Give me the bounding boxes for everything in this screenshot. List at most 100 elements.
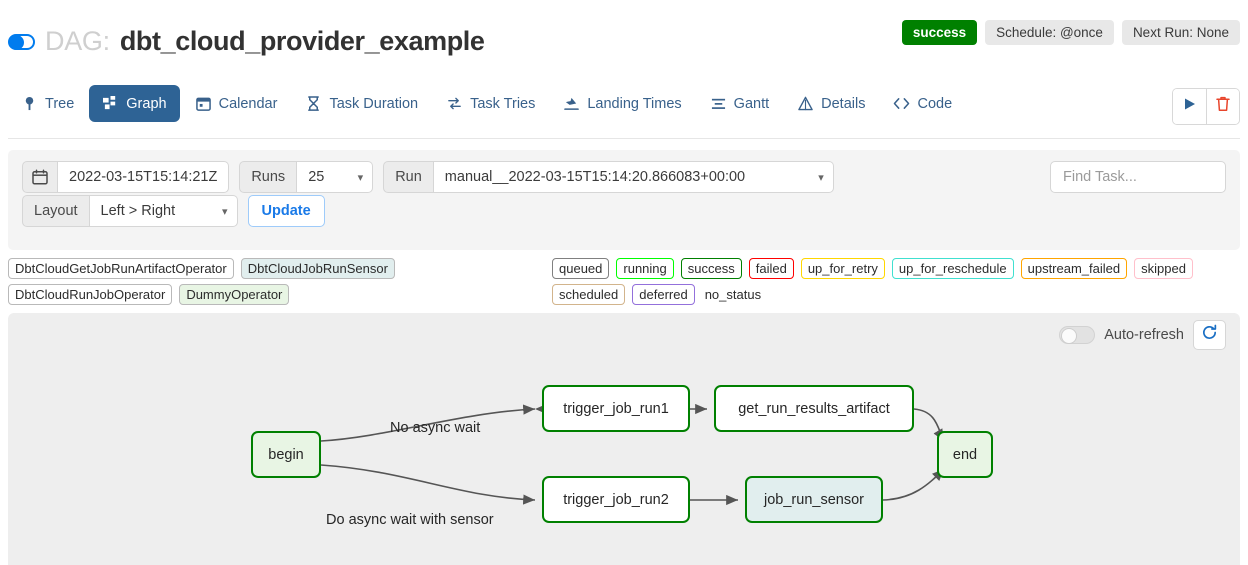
- code-icon: [893, 95, 910, 112]
- refresh-icon: [1201, 324, 1218, 346]
- dag-action-buttons: [1172, 88, 1240, 125]
- legend-operator-item[interactable]: DbtCloudRunJobOperator: [8, 284, 173, 305]
- auto-refresh-label: Auto-refresh: [1104, 327, 1184, 343]
- dag-nav-tabs: Tree Graph Calendar Task Duration Task T…: [8, 85, 965, 122]
- layout-label: Layout: [22, 195, 90, 227]
- node-label: trigger_job_run2: [563, 491, 669, 508]
- graph-legend: DbtCloudGetJobRunArtifactOperator DbtClo…: [6, 258, 1242, 305]
- tree-icon: [21, 95, 38, 112]
- tab-gantt[interactable]: Gantt: [697, 85, 782, 122]
- legend-state-running[interactable]: running: [616, 258, 674, 279]
- run-group: Run manual__2022-03-15T15:14:20.866083+0…: [383, 161, 834, 193]
- filter-row-primary: 2022-03-15T15:14:21Z Runs 25 ▾ Run manua…: [22, 161, 844, 193]
- trash-icon: [1216, 96, 1230, 117]
- edge-label-no-async-wait: No async wait: [390, 420, 481, 436]
- page-title: DAG: dbt_cloud_provider_example: [8, 26, 485, 57]
- tab-label: Calendar: [218, 95, 278, 112]
- legend-state-no-status[interactable]: no_status: [704, 287, 762, 302]
- tab-code[interactable]: Code: [880, 85, 965, 122]
- trigger-dag-button[interactable]: [1173, 89, 1206, 124]
- gantt-icon: [710, 95, 727, 112]
- node-label: end: [952, 446, 978, 463]
- tab-label: Tree: [45, 95, 75, 112]
- dag-name: dbt_cloud_provider_example: [119, 26, 485, 56]
- play-icon: [1183, 97, 1197, 116]
- legend-state-success[interactable]: success: [680, 258, 742, 279]
- update-button[interactable]: Update: [247, 195, 325, 227]
- graph-node-trigger-job-run1[interactable]: trigger_job_run1: [542, 385, 690, 432]
- tab-tree[interactable]: Tree: [8, 85, 87, 122]
- find-task-input[interactable]: Find Task...: [1050, 161, 1226, 193]
- retry-icon: [446, 95, 463, 112]
- dag-run-select[interactable]: manual__2022-03-15T15:14:20.866083+00:00…: [433, 161, 834, 193]
- tab-label: Gantt: [733, 95, 770, 112]
- filter-row-layout: Layout Left > Right ▾ Update: [22, 195, 325, 227]
- status-badge: success: [901, 20, 978, 45]
- edge-label-do-async-wait: Do async wait with sensor: [326, 512, 494, 528]
- next-run-badge[interactable]: Next Run: None: [1121, 20, 1240, 45]
- num-runs-select[interactable]: 25 ▾: [297, 161, 374, 193]
- calendar-addon-icon[interactable]: [22, 161, 58, 193]
- graph-panel: Auto-refresh begin trigger_job_run1 g: [8, 313, 1240, 565]
- tab-task-duration[interactable]: Task Duration: [292, 85, 431, 122]
- runs-group: Runs 25 ▾: [239, 161, 374, 193]
- graph-edges: [320, 403, 945, 506]
- tab-details[interactable]: Details: [784, 85, 878, 122]
- runs-label: Runs: [239, 161, 298, 193]
- graph-node-get-run-results-artifact[interactable]: get_run_results_artifact: [714, 385, 914, 432]
- node-label: job_run_sensor: [764, 491, 864, 508]
- schedule-badge[interactable]: Schedule: @once: [985, 20, 1114, 45]
- layout-value: Left > Right: [100, 203, 176, 219]
- graph-icon: [102, 95, 119, 112]
- execution-date-input[interactable]: 2022-03-15T15:14:21Z: [58, 161, 230, 193]
- run-label: Run: [383, 161, 434, 193]
- legend-state-deferred[interactable]: deferred: [632, 284, 695, 305]
- hourglass-icon: [305, 95, 322, 112]
- node-label: trigger_job_run1: [563, 400, 669, 417]
- legend-state-up-for-reschedule[interactable]: up_for_reschedule: [891, 258, 1014, 279]
- tab-graph[interactable]: Graph: [89, 85, 180, 122]
- header-divider: [8, 138, 1240, 139]
- dag-label: DAG:: [45, 26, 110, 56]
- chevron-down-icon: ▾: [222, 205, 228, 218]
- execution-date-group: 2022-03-15T15:14:21Z: [22, 161, 230, 193]
- legend-state-up-for-retry[interactable]: up_for_retry: [800, 258, 885, 279]
- dag-run-value: manual__2022-03-15T15:14:20.866083+00:00: [444, 169, 746, 185]
- tab-label: Task Tries: [470, 95, 536, 112]
- legend-states: queued running success failed up_for_ret…: [552, 258, 1242, 305]
- header-badges: success Schedule: @once Next Run: None: [901, 20, 1240, 45]
- legend-state-scheduled[interactable]: scheduled: [552, 284, 626, 305]
- layout-group: Layout Left > Right ▾: [22, 195, 238, 227]
- legend-operator-item[interactable]: DbtCloudJobRunSensor: [240, 258, 395, 279]
- legend-state-skipped[interactable]: skipped: [1134, 258, 1193, 279]
- tab-label: Graph: [126, 95, 167, 112]
- legend-operator-item[interactable]: DbtCloudGetJobRunArtifactOperator: [8, 258, 234, 279]
- chevron-down-icon: ▾: [357, 171, 364, 184]
- tab-calendar[interactable]: Calendar: [182, 85, 291, 122]
- filter-bar: 2022-03-15T15:14:21Z Runs 25 ▾ Run manua…: [8, 150, 1240, 250]
- tab-task-tries[interactable]: Task Tries: [433, 85, 548, 122]
- graph-node-job-run-sensor[interactable]: job_run_sensor: [745, 476, 883, 523]
- tab-label: Task Duration: [329, 95, 419, 112]
- refresh-button[interactable]: [1193, 320, 1226, 350]
- auto-refresh-toggle[interactable]: [1059, 326, 1096, 344]
- tab-label: Landing Times: [587, 95, 682, 112]
- calendar-icon: [195, 95, 212, 112]
- delete-dag-button[interactable]: [1206, 89, 1239, 124]
- legend-state-queued[interactable]: queued: [552, 258, 610, 279]
- dag-pause-toggle[interactable]: [8, 33, 35, 50]
- legend-operator-item[interactable]: DummyOperator: [179, 284, 290, 305]
- legend-operators: DbtCloudGetJobRunArtifactOperator DbtClo…: [8, 258, 538, 305]
- legend-state-upstream-failed[interactable]: upstream_failed: [1020, 258, 1128, 279]
- tab-landing-times[interactable]: Landing Times: [550, 85, 694, 122]
- node-label: get_run_results_artifact: [738, 400, 890, 417]
- dag-header: DAG: dbt_cloud_provider_example success …: [0, 0, 1248, 70]
- details-icon: [797, 95, 814, 112]
- graph-node-end[interactable]: end: [937, 431, 993, 478]
- legend-state-failed[interactable]: failed: [748, 258, 794, 279]
- graph-node-begin[interactable]: begin: [251, 431, 321, 478]
- landing-icon: [563, 95, 580, 112]
- graph-node-trigger-job-run2[interactable]: trigger_job_run2: [542, 476, 690, 523]
- tab-label: Code: [917, 95, 953, 112]
- layout-select[interactable]: Left > Right ▾: [89, 195, 238, 227]
